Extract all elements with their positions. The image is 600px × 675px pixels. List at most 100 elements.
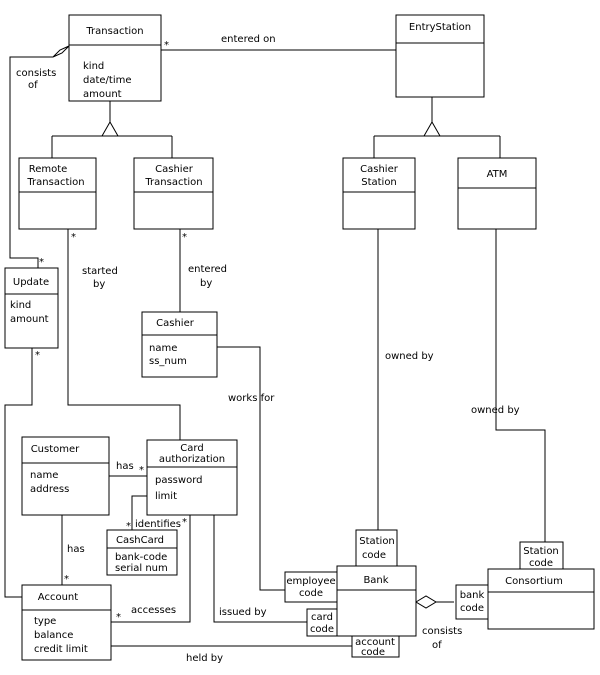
qualifier-label: code (299, 588, 323, 599)
qualifier-label: code (529, 558, 553, 569)
class-remote-transaction: Remote Transaction (18, 157, 97, 230)
association-label-held-by: held by (186, 653, 223, 664)
multiplicity-star: * (182, 232, 187, 243)
qualifier-label: bank (460, 590, 485, 601)
class-customer: Customer name address (21, 436, 110, 516)
class-attribute: amount (10, 314, 49, 325)
class-name: Consortium (505, 576, 563, 587)
identifies-line (131, 495, 147, 530)
multiplicity-star: * (71, 232, 76, 243)
class-transaction: Transaction kind date/time amount (68, 14, 162, 102)
association-label-entered-by: entered (188, 264, 227, 275)
association-label-owned-by: owned by (471, 405, 520, 416)
association-label-started-by: started (82, 266, 118, 277)
class-name: Cashier (155, 164, 194, 175)
class-attribute: credit limit (34, 644, 88, 655)
class-name: ATM (487, 169, 508, 180)
association-lines (4, 49, 546, 647)
aggregation-diamond-icon (52, 45, 70, 58)
class-name: Remote (29, 164, 68, 175)
class-name: Cashier (156, 318, 195, 329)
class-cashier-station: Cashier Station (342, 157, 416, 230)
class-attribute: ss_num (149, 356, 187, 367)
association-label-works-for: works for (228, 393, 275, 404)
qualifier-account-code: account code (351, 635, 400, 658)
class-account: Account type balance credit limit (21, 584, 112, 661)
multiplicity-star: * (126, 521, 131, 532)
association-label-started-by: by (93, 279, 105, 290)
class-attribute: kind (83, 61, 104, 72)
aggregation-diamond-icon (415, 595, 437, 609)
class-name: Transaction (85, 26, 143, 37)
started-by-line (67, 229, 181, 440)
class-consortium: Consortium (487, 568, 595, 630)
generalization-triangle-icon (101, 120, 119, 137)
class-name: Station (361, 177, 397, 188)
class-attribute: kind (10, 300, 31, 311)
works-for-line (217, 346, 285, 591)
association-label-consists-of: consists (16, 68, 56, 79)
association-label-has: has (116, 461, 134, 472)
association-label-consists-of: of (28, 80, 38, 91)
generalization-transaction (51, 101, 173, 158)
qualifier-label: Station (523, 546, 559, 557)
association-label-consists-of: consists (422, 626, 462, 637)
multiplicity-star: * (164, 40, 169, 51)
class-atm: ATM (457, 157, 537, 230)
class-cash-card: CashCard bank-code serial num (106, 529, 178, 576)
generalization-triangle-icon (423, 120, 441, 137)
class-entry-station: EntryStation (395, 14, 485, 98)
class-card-authorization: Card authorization password limit (146, 439, 238, 516)
class-attribute: amount (83, 89, 122, 100)
class-name: CashCard (116, 535, 164, 546)
class-attribute: date/time (83, 75, 132, 86)
qualifier-label: Station (359, 536, 395, 547)
association-label-entered-by: by (200, 278, 212, 289)
class-name: Bank (363, 575, 388, 586)
multiplicity-star: * (139, 465, 144, 476)
class-cashier-transaction: Cashier Transaction (133, 157, 214, 230)
class-attribute: balance (34, 630, 73, 641)
class-attribute: serial num (115, 563, 168, 574)
association-label-accesses: accesses (131, 605, 176, 616)
association-label-consists-of: of (432, 640, 442, 651)
class-name: Customer (31, 444, 80, 455)
association-label-entered-on: entered on (221, 34, 276, 45)
consists-of-transaction-line (9, 56, 53, 268)
qualifier-label: code (361, 647, 385, 658)
qualifier-label: code (460, 603, 484, 614)
class-attribute: type (34, 616, 56, 627)
class-name: Cashier (360, 164, 399, 175)
multiplicity-star: * (182, 517, 187, 528)
class-attribute: name (30, 470, 58, 481)
class-name: authorization (159, 454, 225, 465)
qualifier-label: code (362, 550, 386, 561)
class-name: EntryStation (409, 22, 471, 33)
issued-by-line (213, 515, 307, 623)
multiplicity-star: * (39, 257, 44, 268)
class-name: Transaction (26, 177, 84, 188)
association-label-identifies: identifies (135, 519, 181, 530)
qualifier-label: code (310, 624, 334, 635)
class-attribute: name (149, 343, 177, 354)
multiplicity-star: * (35, 350, 40, 361)
accesses-line (111, 515, 191, 623)
class-name: Account (38, 592, 78, 603)
association-labels: entered on consists of started by entere… (16, 34, 520, 664)
class-bank: Bank (336, 565, 417, 637)
class-attribute: bank-code (115, 552, 167, 563)
class-attribute: limit (155, 491, 177, 502)
qualifier-label: card (311, 612, 333, 623)
multiplicity-star: * (116, 612, 121, 623)
update-account-line (4, 348, 33, 598)
class-name: Card (180, 443, 203, 454)
qualifier-bank-code: bank code (455, 584, 489, 620)
association-label-has: has (67, 544, 85, 555)
qualifier-label: account (355, 637, 395, 648)
multiplicity-star: * (64, 574, 69, 585)
association-label-issued-by: issued by (219, 607, 267, 618)
atm-owned-by-line (495, 229, 546, 542)
class-cashier: Cashier name ss_num (141, 311, 218, 378)
qualifier-station-code-bank: Station code (355, 529, 398, 567)
